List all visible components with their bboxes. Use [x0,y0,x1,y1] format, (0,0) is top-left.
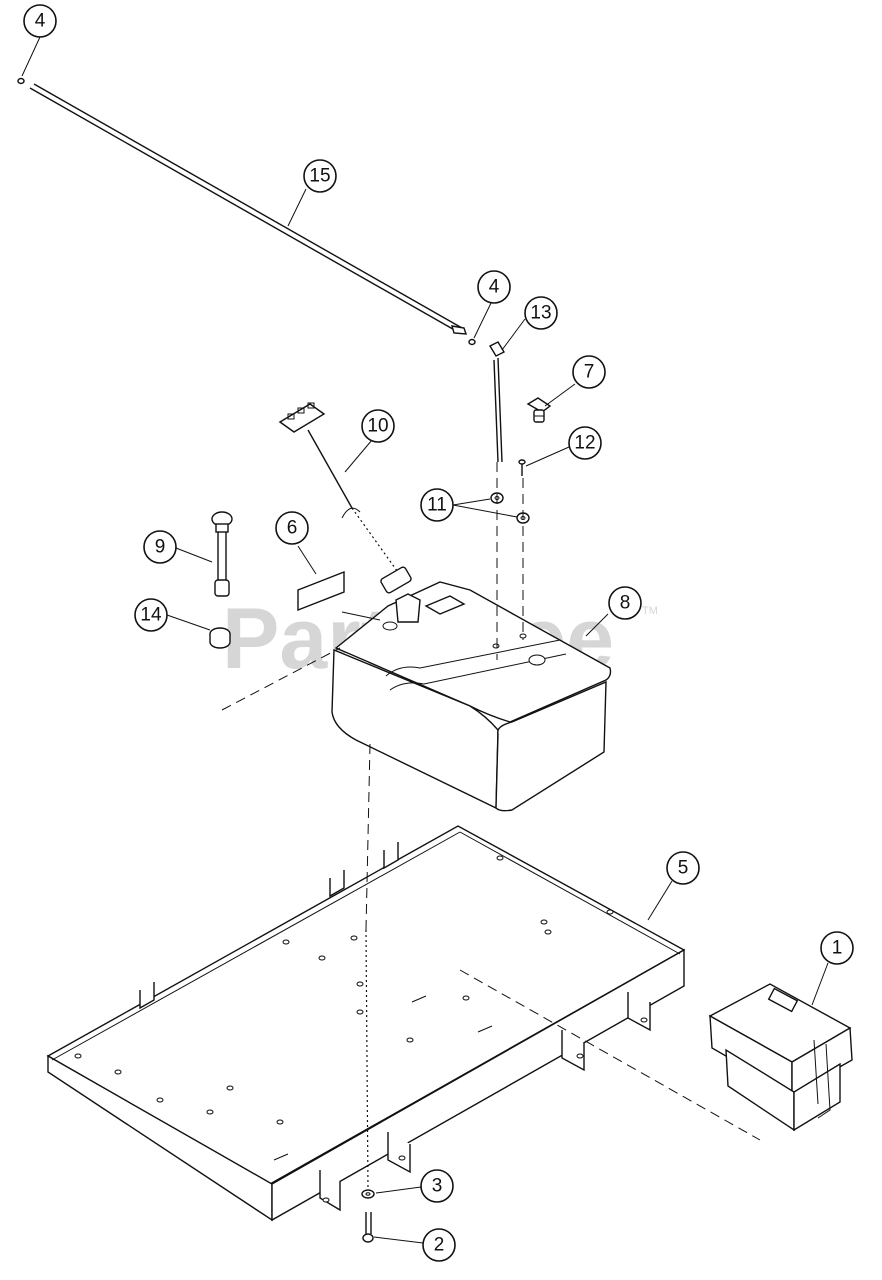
part-9-dipstick [211,511,233,597]
callout-8-label: 8 [620,593,631,614]
callout-1: 1 [820,931,854,965]
part-10-cable [278,402,401,576]
part-8-fuel-tank [331,566,612,812]
callout-6: 6 [275,511,309,545]
callout-14: 14 [134,598,168,632]
callout-11: 11 [420,488,454,522]
callout-7-label: 7 [584,362,595,383]
callout-4-top-label: 4 [35,11,46,32]
callout-15: 15 [303,159,337,193]
callout-6-label: 6 [287,518,298,539]
callout-2-label: 2 [434,1235,445,1256]
watermark-trademark: TM [642,605,658,617]
part-3-washer [361,1189,375,1199]
callout-3-label: 3 [432,1176,443,1197]
callout-10-label: 10 [367,416,388,437]
leader-lines [21,36,829,1244]
callout-11-label: 11 [427,495,447,516]
callout-4-mid-label: 4 [489,277,500,298]
callout-9-label: 9 [155,537,166,558]
callout-4-mid: 4 [477,270,511,304]
part-5-base-frame [46,825,686,1222]
callout-12-label: 12 [574,433,595,454]
part-1-battery-box [708,983,853,1132]
callout-9: 9 [143,530,177,564]
callout-13: 13 [524,296,558,330]
callout-3: 3 [420,1169,454,1203]
part-4-end-cap-top [17,77,25,85]
callout-13-label: 13 [530,303,551,324]
part-14-plug [209,627,231,649]
part-6-decal [297,570,345,612]
callout-4-top: 4 [23,4,57,38]
callout-15-label: 15 [309,166,330,187]
part-15-rod [29,83,467,335]
callout-1-label: 1 [832,938,843,959]
callout-14-label: 14 [140,605,162,626]
part-7-valve [526,397,552,423]
part-4-end-cap-mid [468,338,476,346]
part-2-bolt [362,1212,374,1243]
callout-5-label: 5 [678,858,689,879]
callout-8: 8 [608,586,642,620]
callout-7: 7 [572,355,606,389]
assembly-center-lines [221,462,761,1191]
callout-12: 12 [568,426,602,460]
callout-2: 2 [422,1228,456,1262]
part-12-screw [518,459,526,476]
callout-10: 10 [361,409,395,443]
part-13-link [489,341,505,463]
callout-5: 5 [666,851,700,885]
